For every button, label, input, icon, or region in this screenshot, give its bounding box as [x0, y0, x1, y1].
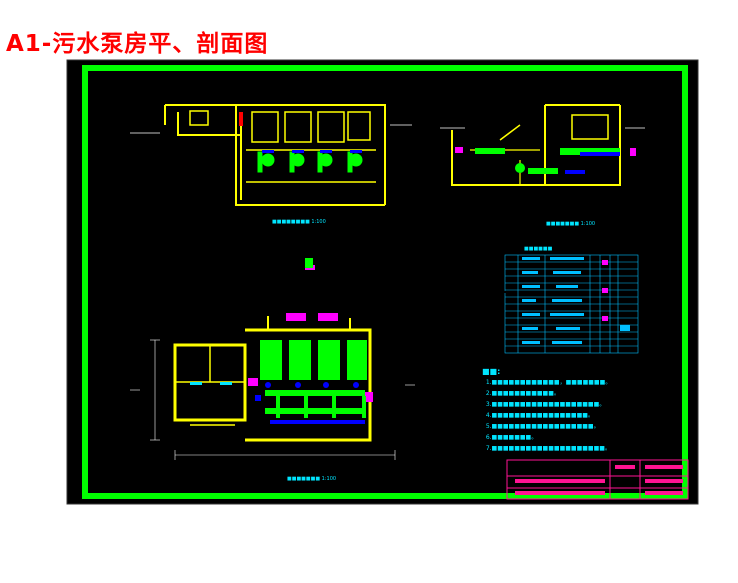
- elevation-pumps: [257, 151, 363, 173]
- plan-pipes: [255, 382, 365, 424]
- elevation-view: [130, 104, 412, 206]
- table-cell-marks: [522, 257, 630, 344]
- frame-border: [82, 65, 688, 499]
- plan-dimensions: [130, 339, 415, 460]
- watermark-text: 图 文 设 计: [296, 279, 519, 312]
- design-notes: ■■: 1.■■■■■■■■■■■■，■■■■■■■。 2.■■■■■■■■■■…: [482, 367, 612, 452]
- svg-text:■■■■■■: ■■■■■■: [524, 246, 553, 252]
- plan-view: [173, 316, 372, 442]
- svg-text:■■■■■■■■ 1:100: ■■■■■■■■ 1:100: [272, 219, 326, 225]
- svg-text:■■■■■■■ 1:100: ■■■■■■■ 1:100: [287, 476, 336, 482]
- equipment-table: [504, 254, 639, 354]
- page-title: A1-污水泵房平、剖面图: [6, 31, 269, 57]
- title-block: [506, 459, 689, 500]
- plan-pumps: [260, 340, 367, 418]
- svg-text:■■■■■■■ 1:100: ■■■■■■■ 1:100: [546, 221, 595, 227]
